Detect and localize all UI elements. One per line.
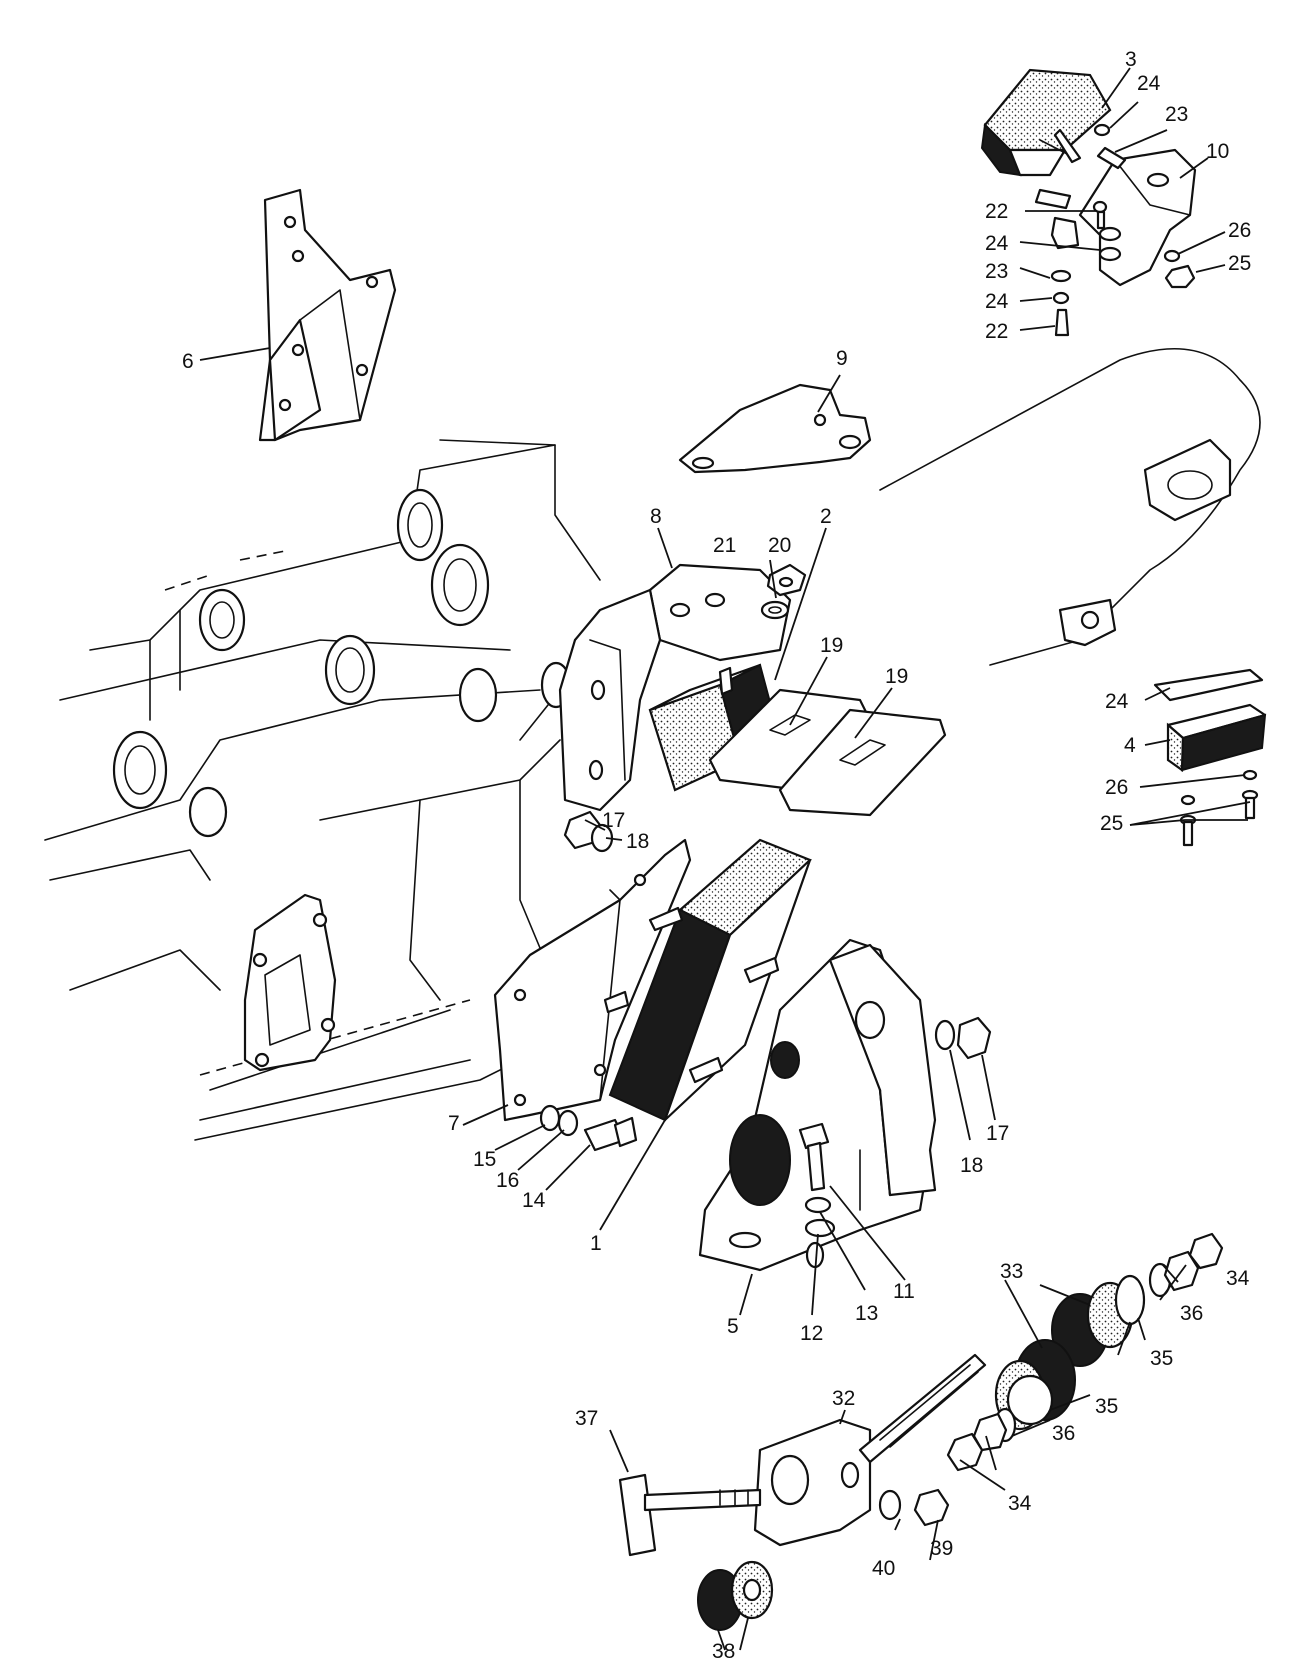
upper-right-fasteners: [1034, 123, 1196, 337]
parts-17-18-nut-washer-left: [563, 810, 614, 853]
callout-labels: 3 24 23 10 22 24 23 24 22 26 25 6 9 8 2 …: [182, 48, 1251, 1663]
part-37-bolt: [618, 1473, 762, 1557]
callout-29: 24: [1105, 690, 1129, 713]
callout-22-top: 22: [985, 200, 1008, 223]
callout-12: 12: [800, 1322, 823, 1345]
callout-1: 1: [590, 1232, 602, 1255]
callout-32: 32: [832, 1387, 855, 1410]
parts-39-40-nut-washer: [878, 1488, 950, 1527]
part-32-bracket-with-stud: [753, 1353, 987, 1547]
callout-30: 25: [1100, 812, 1123, 835]
callout-6: 6: [182, 350, 194, 373]
part-1-mounting-rubber: [603, 838, 813, 1122]
parts-17-18-nut-washer-right: [934, 1016, 992, 1060]
callout-38: 38: [712, 1640, 735, 1663]
callout-2: 2: [820, 505, 832, 528]
callout-8: 8: [650, 505, 662, 528]
callout-35-bottom: 35: [1095, 1395, 1118, 1418]
part-38-bush: [697, 1560, 774, 1631]
parts-11-12-13-fasteners: [798, 1122, 836, 1238]
part-5-mounting-bracket: [698, 938, 937, 1272]
callout-21: 21: [713, 534, 736, 557]
callout-33: 33: [1000, 1260, 1023, 1283]
callout-11: 11: [893, 1280, 915, 1303]
callout-19-b: 19: [885, 665, 908, 688]
callout-36-top: 36: [1180, 1302, 1203, 1325]
callout-19-a: 19: [820, 634, 843, 657]
callout-17-right: 17: [986, 1122, 1009, 1145]
part-3-rubber-mount: [980, 68, 1112, 177]
part-6-bracket: [258, 188, 397, 442]
gearbox-housing-outline: [879, 348, 1261, 666]
part-8-bracket: [558, 563, 792, 812]
callout-25: 25: [1228, 252, 1251, 275]
callout-31: 26: [1105, 776, 1128, 799]
parts-20-21-nut-washer: [760, 563, 807, 620]
callout-15: 15: [473, 1148, 496, 1171]
callout-13: 13: [855, 1302, 878, 1325]
part-4-rubber-block: [1166, 703, 1267, 773]
callout-37: 37: [575, 1407, 598, 1430]
callout-3: 3: [1125, 48, 1137, 71]
callout-18-right: 18: [960, 1154, 983, 1177]
part-19-packing-plates: [708, 688, 947, 817]
callout-23: 23: [985, 260, 1008, 283]
callout-28: 24: [1137, 72, 1161, 95]
callout-5: 5: [727, 1315, 739, 1338]
callout-35-top: 35: [1150, 1347, 1173, 1370]
callout-4: 4: [1124, 734, 1136, 757]
callout-24-bottom: 24: [985, 290, 1009, 313]
part-7-bracket: [493, 838, 692, 1122]
callout-14: 14: [522, 1189, 546, 1212]
callout-17-left: 17: [602, 809, 625, 832]
callout-22-bottom: 22: [985, 320, 1008, 343]
callout-16: 16: [496, 1169, 519, 1192]
parts-14-15-16-fasteners: [539, 1104, 638, 1152]
part-29-plate: [1153, 668, 1264, 702]
engine-block-outline: [44, 439, 601, 1141]
callout-39: 39: [930, 1537, 953, 1560]
callout-36-bottom: 36: [1052, 1422, 1075, 1445]
callout-9: 9: [836, 347, 848, 370]
parts-34-35-36-nuts-washers: [946, 1232, 1224, 1472]
callout-20: 20: [768, 534, 791, 557]
callout-34-top: 34: [1226, 1267, 1250, 1290]
callout-24-top: 24: [985, 232, 1009, 255]
callout-7: 7: [448, 1112, 460, 1135]
callout-27: 23: [1165, 103, 1188, 126]
callout-10: 10: [1206, 140, 1229, 163]
part-9-bracket-plate: [678, 383, 872, 474]
callout-40: 40: [872, 1557, 895, 1580]
callout-26: 26: [1228, 219, 1251, 242]
leader-lines: [199, 67, 1251, 1651]
callout-34-bottom: 34: [1008, 1492, 1032, 1515]
callout-18-left: 18: [626, 830, 649, 853]
